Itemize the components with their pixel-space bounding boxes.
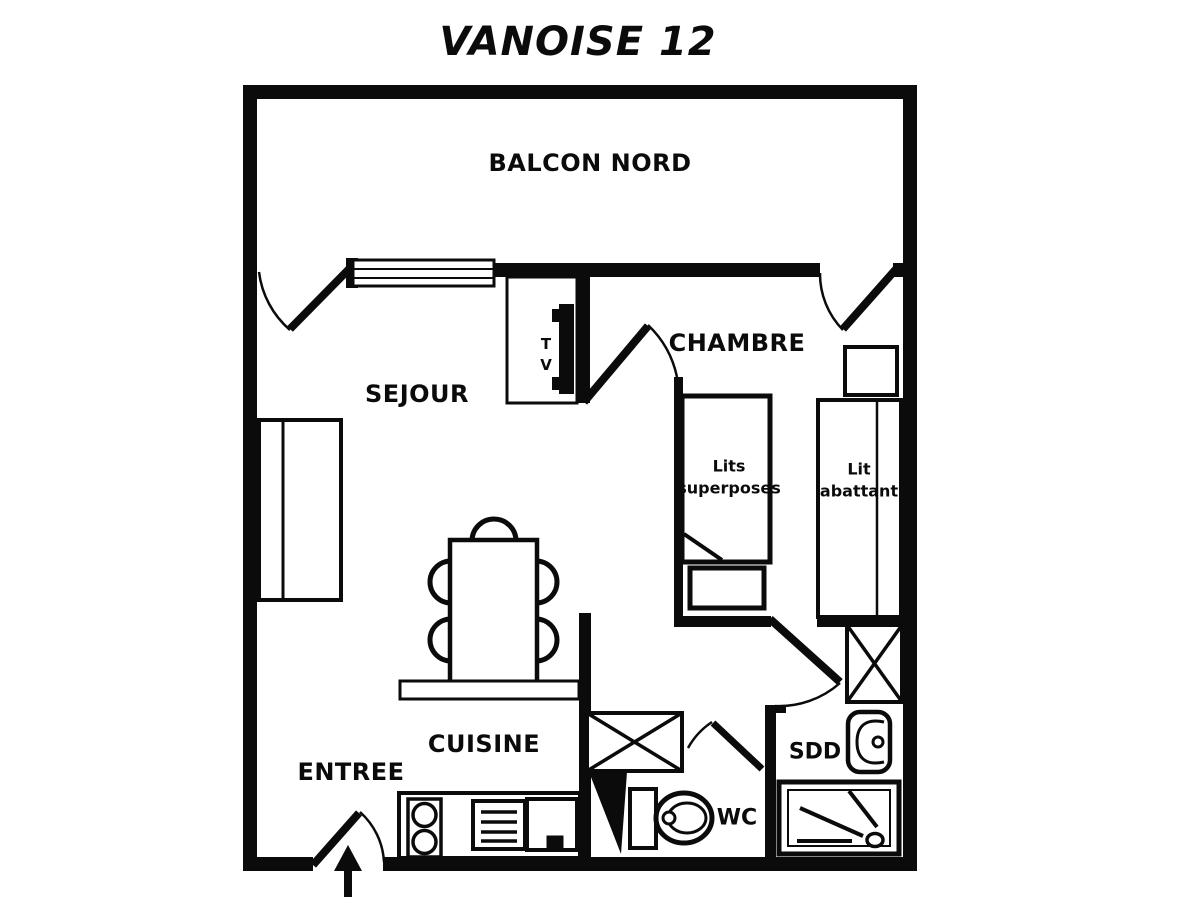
- wc-door-leaf-filled: [589, 772, 627, 854]
- fold-down-bed-label: Lit abattant: [819, 459, 899, 500]
- shower-room-door: [767, 616, 843, 708]
- bedroom-south-wall-left: [674, 616, 771, 627]
- nightstand: [843, 345, 899, 397]
- balcony-window: [351, 258, 496, 288]
- tv-partition-wall: [577, 263, 590, 403]
- room-label-wc: WC: [716, 805, 758, 831]
- shower: [776, 779, 902, 857]
- balcony-wall-segment: [495, 263, 820, 277]
- room-label-bedroom: CHAMBRE: [668, 329, 806, 357]
- south-wall-left: [243, 857, 313, 871]
- bunk-bed-label: Lits superposes: [677, 456, 781, 497]
- room-label-balcony: BALCON NORD: [488, 149, 692, 177]
- shower-drain: [865, 831, 885, 849]
- south-wall-right: [383, 857, 917, 871]
- water-heater-box: [845, 623, 904, 704]
- chair: [427, 558, 452, 606]
- table-top: [447, 537, 540, 685]
- bunk-bed: [679, 393, 773, 611]
- sink: [525, 797, 579, 852]
- shower-room-wall-stub: [765, 705, 786, 713]
- north-wall: [243, 85, 917, 99]
- dishwasher: [471, 799, 527, 851]
- bedroom-west-wall: [674, 377, 683, 627]
- dining-table: [427, 516, 560, 685]
- kitchen-counter: [398, 679, 581, 701]
- toilet-cistern: [628, 787, 658, 850]
- plan-title: VANOISE 12: [439, 19, 717, 65]
- sofa: [257, 418, 343, 602]
- tv-screen: [559, 304, 574, 394]
- kitchen-appliances: [397, 791, 582, 860]
- entry-door: [310, 810, 386, 868]
- bedroom-south-wall-right: [817, 616, 917, 627]
- chair: [535, 558, 560, 606]
- room-label-living: SEJOUR: [365, 380, 469, 408]
- tv-label: T V: [540, 335, 552, 374]
- outer-walls: [243, 85, 917, 871]
- chair: [469, 516, 519, 542]
- room-label-kitchen: CUISINE: [427, 730, 541, 758]
- entry-arrow: [334, 845, 362, 897]
- stove: [406, 797, 443, 859]
- east-wall: [903, 85, 917, 871]
- living-balcony-door: [257, 263, 355, 332]
- fold-down-bed: [816, 398, 903, 619]
- chair: [427, 616, 452, 664]
- room-label-shower-room: SDD: [788, 739, 842, 765]
- toilet: [628, 787, 715, 850]
- washing-machine-box: [585, 711, 684, 773]
- shower-room-west-wall: [765, 705, 776, 860]
- west-wall: [243, 85, 257, 871]
- tv-unit: [505, 275, 579, 405]
- chair: [535, 616, 560, 664]
- bedroom-balcony-door: [818, 265, 900, 332]
- wc-door: [686, 720, 765, 772]
- washbasin: [845, 709, 893, 775]
- bedroom-door: [580, 323, 679, 405]
- room-label-entrance: ENTREE: [297, 758, 405, 786]
